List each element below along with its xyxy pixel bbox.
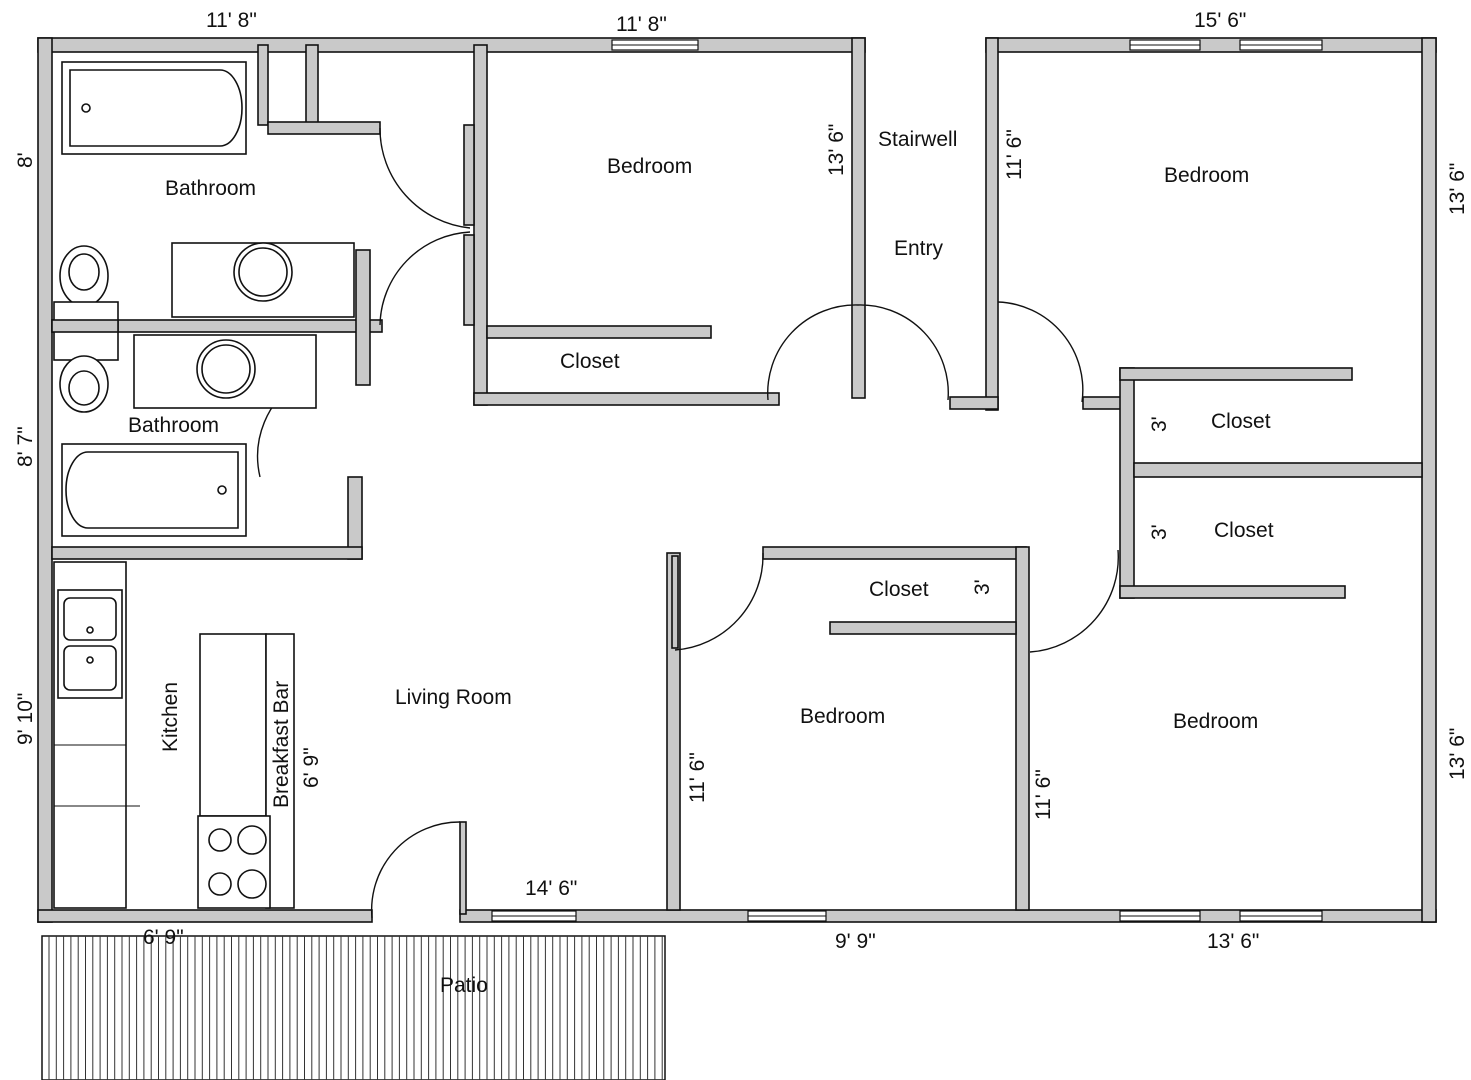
label-closet-2: Closet	[1211, 410, 1271, 433]
dim-bedroom-2-depth-left: 11' 6"	[1003, 129, 1026, 180]
bath-divider	[51, 319, 119, 333]
dim-bottom-bedroom-3: 9' 9"	[835, 930, 876, 953]
toilets	[53, 245, 119, 413]
windows	[491, 39, 1323, 922]
doors	[256, 127, 1119, 919]
label-closet-1: Closet	[560, 350, 620, 373]
label-bathroom-2: Bathroom	[128, 414, 219, 437]
label-bedroom-4: Bedroom	[1173, 710, 1258, 733]
label-stairwell: Stairwell	[878, 128, 957, 151]
label-breakfast-bar: Breakfast Bar	[270, 681, 293, 808]
label-entry: Entry	[894, 237, 944, 260]
dim-left-bathroom-1: 8'	[14, 152, 37, 168]
label-closet-4: Closet	[869, 578, 929, 601]
patio-deck	[41, 935, 666, 1080]
label-kitchen: Kitchen	[159, 682, 182, 752]
label-closet-3: Closet	[1214, 519, 1274, 542]
dim-left-bathroom-2: 8' 7"	[14, 426, 37, 467]
dim-closet-3-width: 3'	[1148, 524, 1171, 540]
dim-breakfast-bar: 6' 9"	[300, 747, 323, 788]
bathtub-upper	[61, 61, 247, 155]
label-bedroom-2: Bedroom	[1164, 164, 1249, 187]
dim-bedroom-4-depth-left: 11' 6"	[1032, 769, 1055, 820]
label-bathroom-1: Bathroom	[165, 177, 256, 200]
dim-top-bedroom-2: 15' 6"	[1194, 9, 1246, 32]
dim-bottom-bedroom-4: 13' 6"	[1207, 930, 1259, 953]
patio-outline	[41, 935, 666, 1080]
label-bedroom-3: Bedroom	[800, 705, 885, 728]
dim-bedroom-3-depth: 11' 6"	[686, 752, 709, 803]
dim-bottom-living: 14' 6"	[525, 877, 577, 900]
dim-closet-2-width: 3'	[1148, 416, 1171, 432]
dim-bottom-kitchen: 6' 9"	[143, 926, 184, 949]
dim-top-left: 11' 8"	[206, 9, 257, 32]
dim-left-kitchen: 9' 10"	[14, 693, 37, 745]
label-patio: Patio	[440, 974, 488, 997]
kitchen-counter	[53, 561, 140, 909]
vanity-upper	[171, 242, 355, 318]
dim-closet-4-width: 3'	[971, 579, 994, 595]
dim-bedroom-4-depth-right: 13' 6"	[1446, 728, 1469, 780]
dim-bedroom-2-depth-right: 13' 6"	[1446, 163, 1469, 215]
dim-bedroom-1-depth: 13' 6"	[825, 124, 848, 176]
label-bedroom-1: Bedroom	[607, 155, 692, 178]
label-living-room: Living Room	[395, 686, 512, 709]
vanity-lower	[133, 334, 317, 409]
stove	[197, 815, 271, 909]
bathtub-lower	[61, 443, 247, 537]
dim-top-bedroom-1: 11' 8"	[616, 13, 667, 36]
